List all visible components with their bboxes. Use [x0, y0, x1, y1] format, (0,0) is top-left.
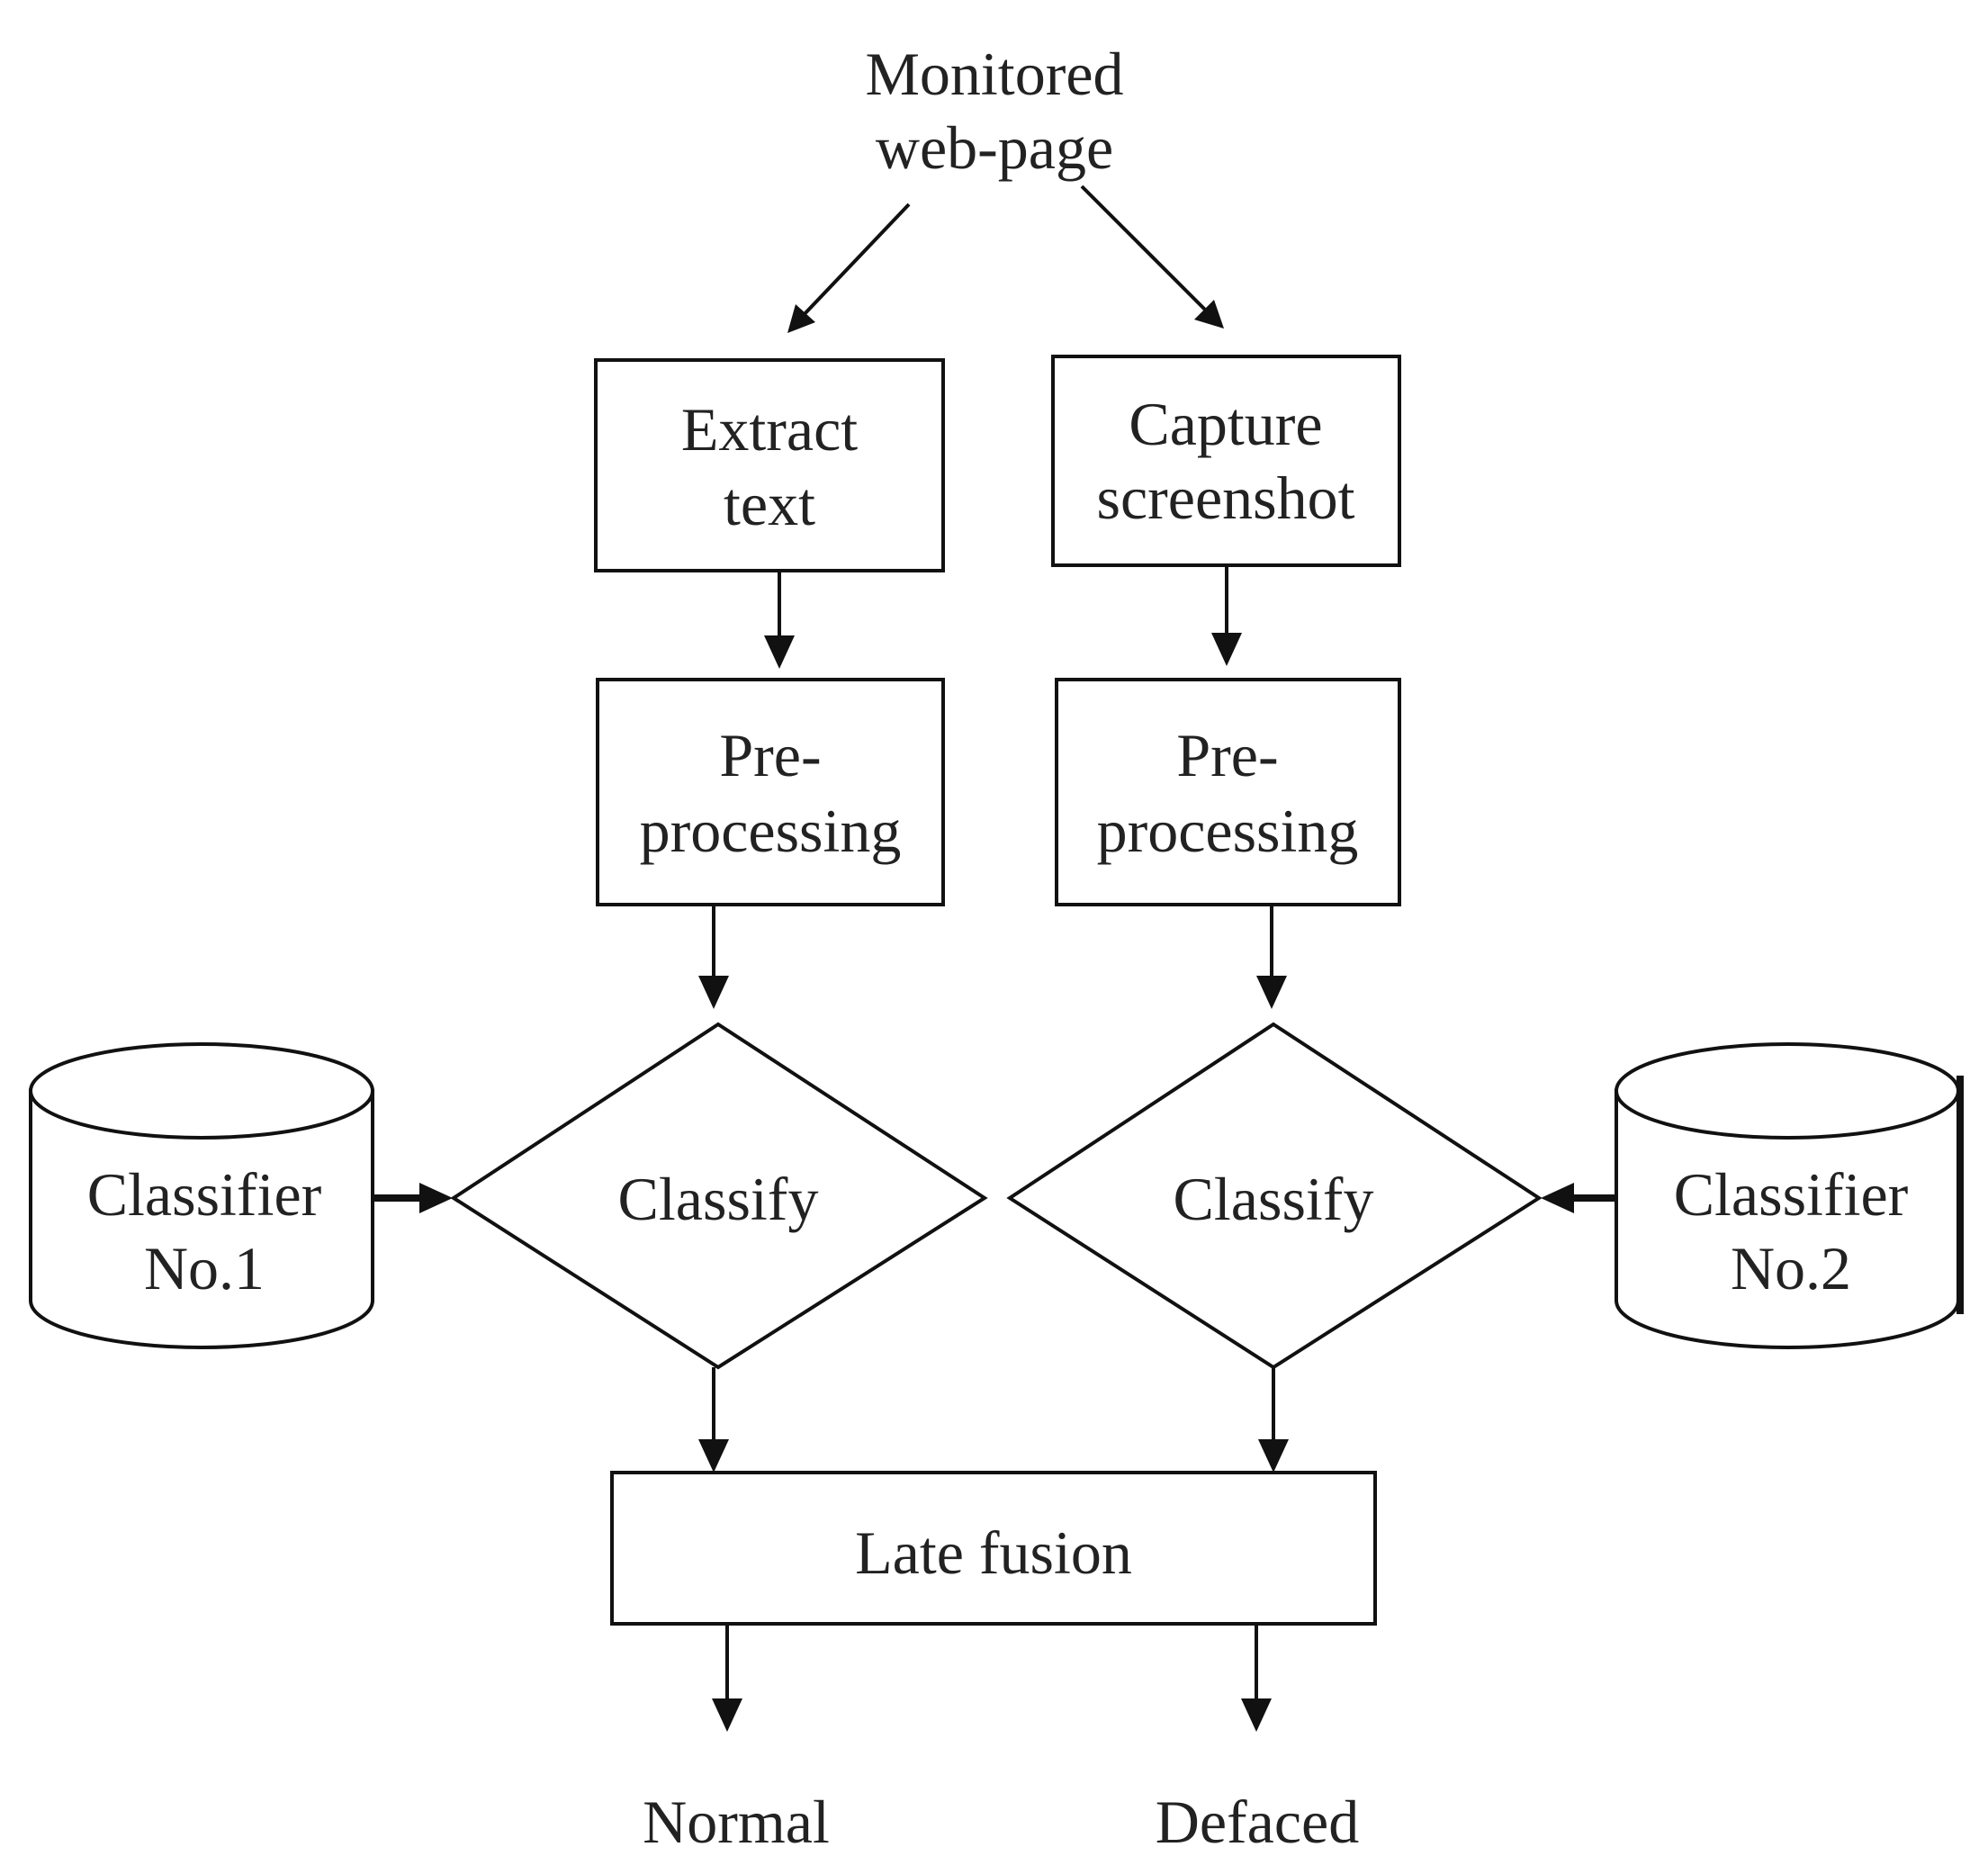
source-label-line2: web-page	[876, 113, 1113, 182]
extract-text-box: Extract text	[594, 358, 945, 572]
text-preprocessing-box: Pre- processing	[596, 678, 945, 906]
extract-label-line1: Extract	[681, 395, 858, 464]
arrow-source-to-extract	[787, 203, 911, 333]
arrow-image-preprocess-to-classify	[1256, 905, 1287, 1009]
output-defaced-label: Defaced	[1156, 1788, 1359, 1856]
classifier-2-label-line1: Classifier	[1674, 1160, 1909, 1229]
classifier-2-database: Classifier No.2	[1615, 1042, 1964, 1349]
classifier-1-database: Classifier No.1	[29, 1042, 374, 1349]
classifier-1-label-line2: No.1	[144, 1234, 265, 1302]
image-classify-label: Classify	[1174, 1165, 1374, 1233]
capture-label-line1: Capture	[1129, 390, 1322, 458]
classifier-2-label-line2: No.2	[1731, 1234, 1851, 1302]
extract-label-line2: text	[724, 470, 815, 538]
arrow-text-preprocess-to-classify	[698, 905, 729, 1009]
arrow-fusion-to-normal	[712, 1624, 742, 1732]
arrow-fusion-to-defaced	[1241, 1624, 1272, 1732]
arrow-classifier-1-to-classify	[374, 1183, 453, 1213]
capture-label-line2: screenshot	[1096, 464, 1354, 532]
arrow-extract-to-preprocess	[764, 571, 795, 669]
arrow-classifier-2-to-classify	[1541, 1183, 1616, 1213]
image-classify-decision: Classify	[1006, 1022, 1543, 1370]
late-fusion-box: Late fusion	[610, 1471, 1377, 1626]
image-preprocess-line1: Pre-	[1176, 721, 1278, 789]
classifier-1-label-line1: Classifier	[87, 1160, 322, 1229]
late-fusion-label: Late fusion	[855, 1518, 1132, 1587]
image-preprocess-line2: processing	[1097, 797, 1359, 865]
source-node: Monitored web-page	[865, 40, 1123, 182]
text-classify-decision: Classify	[450, 1022, 988, 1370]
arrow-text-classify-to-fusion	[698, 1367, 729, 1473]
capture-screenshot-box: Capture screenshot	[1051, 355, 1401, 567]
output-normal-label: Normal	[643, 1788, 830, 1856]
arrow-capture-to-preprocess	[1211, 565, 1242, 666]
arrow-source-to-capture	[1080, 185, 1224, 329]
text-preprocess-line1: Pre-	[719, 721, 821, 789]
image-preprocessing-box: Pre- processing	[1055, 678, 1401, 906]
text-classify-label: Classify	[618, 1165, 819, 1233]
source-label-line1: Monitored	[865, 40, 1123, 108]
arrow-image-classify-to-fusion	[1258, 1367, 1289, 1473]
text-preprocess-line2: processing	[640, 797, 902, 865]
